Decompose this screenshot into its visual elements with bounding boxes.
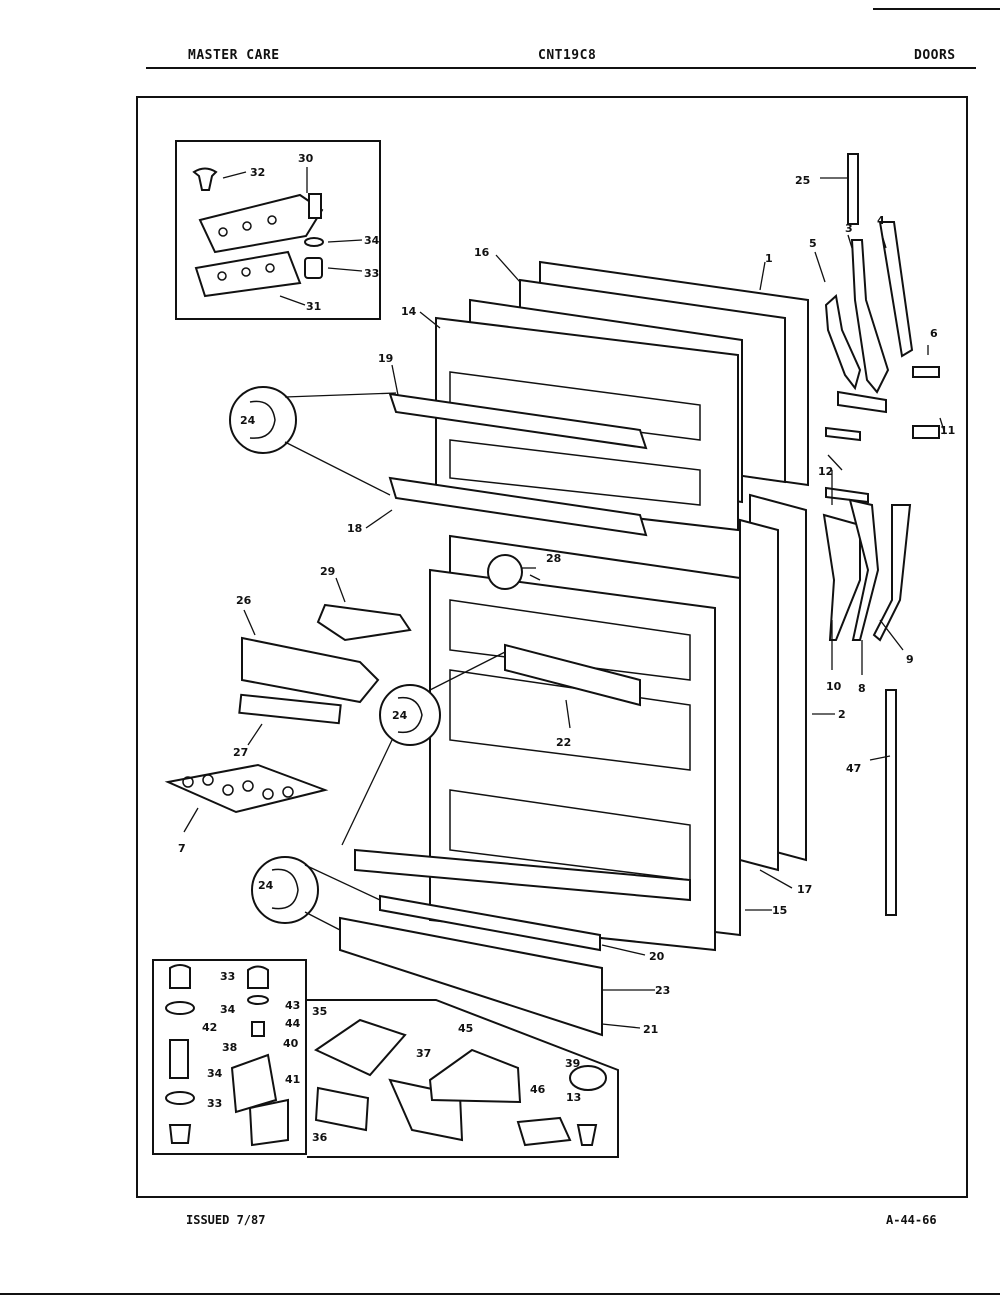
callout-25: 25: [795, 174, 810, 187]
top-hinge-kit-box: [175, 140, 381, 320]
freezer-door-group: [388, 260, 809, 537]
callout-17: 17: [797, 883, 812, 896]
diagram-frame: [136, 96, 968, 1198]
callout-46: 46: [530, 1083, 546, 1096]
callout-12: 12: [818, 465, 833, 478]
callout-8: 8: [858, 682, 866, 695]
callout-36: 36: [312, 1131, 328, 1144]
callout-44: 44: [285, 1017, 301, 1030]
callout-14: 14: [401, 305, 417, 318]
fresh-food-door-group: [339, 493, 807, 1037]
callout-2: 2: [838, 708, 846, 721]
callout-19: 19: [378, 352, 393, 365]
callout-31: 31: [306, 300, 321, 313]
callout-26: 26: [236, 594, 252, 607]
callout-41: 41: [285, 1073, 300, 1086]
model-label: CNT19C8: [538, 48, 597, 63]
callout-6: 6: [930, 327, 938, 340]
callout-30: 30: [298, 152, 314, 165]
callout-43: 43: [285, 999, 300, 1012]
callout-18: 18: [347, 522, 362, 535]
hinge-parts-right: [822, 153, 940, 916]
bottom-rule: [0, 1293, 1000, 1295]
callout-29: 29: [320, 565, 335, 578]
callout-28: 28: [546, 552, 561, 565]
callout-20: 20: [649, 950, 665, 963]
callout-34-bottom-lower: 34: [207, 1067, 223, 1080]
callout-35: 35: [312, 1005, 327, 1018]
callout-32: 32: [250, 166, 265, 179]
callout-3: 3: [845, 222, 853, 235]
callout-47: 47: [846, 762, 861, 775]
callout-7: 7: [178, 842, 186, 855]
callout-45: 45: [458, 1022, 473, 1035]
callout-10: 10: [826, 680, 842, 693]
bottom-hinge-kit-box: [152, 959, 307, 1155]
callout-37: 37: [416, 1047, 431, 1060]
callout-5: 5: [809, 237, 817, 250]
callout-16: 16: [474, 246, 490, 259]
callout-38: 38: [222, 1041, 237, 1054]
section-label: DOORS: [914, 48, 956, 63]
top-corner-rule: [873, 8, 1000, 10]
callout-13: 13: [566, 1091, 581, 1104]
callout-33-bottom-lower: 33: [207, 1097, 222, 1110]
brand-label: MASTER CARE: [188, 48, 280, 63]
callout-39: 39: [565, 1057, 580, 1070]
callout-33-top: 33: [364, 267, 379, 280]
issued-label: ISSUED 7/87: [186, 1213, 266, 1227]
callout-24-middle: 24: [392, 709, 408, 722]
callout-23: 23: [655, 984, 670, 997]
header-rule: [146, 67, 976, 69]
callout-leads: [183, 177, 946, 1029]
callout-11: 11: [940, 424, 955, 437]
callout-4: 4: [877, 214, 885, 227]
callout-33-bottom-upper: 33: [220, 970, 235, 983]
callout-1: 1: [765, 252, 773, 265]
callout-40: 40: [283, 1037, 299, 1050]
callout-34-top: 34: [364, 234, 380, 247]
callout-24-top: 24: [240, 414, 256, 427]
callout-15: 15: [772, 904, 787, 917]
callout-27: 27: [233, 746, 248, 759]
callout-labels: 1 2 3 4 5 6 7 8 9 10 11 12 13 14 15 16 1…: [178, 152, 955, 1144]
callout-34-bottom-upper: 34: [220, 1003, 236, 1016]
magnifier-circles: [229, 386, 523, 931]
shelf-accessories-left: [164, 603, 412, 814]
callout-42: 42: [202, 1021, 217, 1034]
callout-9: 9: [906, 653, 914, 666]
callout-24-bottom: 24: [258, 879, 274, 892]
bottom-center-hinge-box: [307, 999, 619, 1158]
page-code: A-44-66: [886, 1213, 937, 1227]
callout-21: 21: [643, 1023, 658, 1036]
callout-22: 22: [556, 736, 571, 749]
